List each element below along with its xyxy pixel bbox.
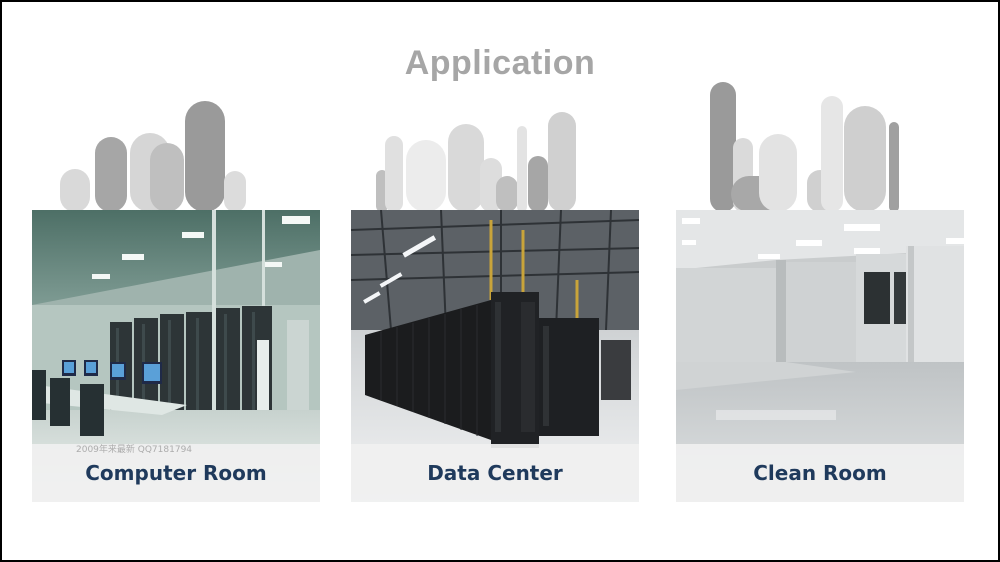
caption-bar: Clean Room bbox=[676, 444, 964, 502]
skyline-decoration-3 bbox=[710, 82, 899, 212]
card-clean-room: Clean Room bbox=[676, 210, 964, 502]
skyline-decoration-2 bbox=[376, 112, 576, 212]
caption-bar: Data Center bbox=[351, 444, 639, 502]
photo-watermark: 2009年来最新 QQ7181794 bbox=[76, 445, 193, 455]
card-label-clean-room: Clean Room bbox=[753, 461, 887, 485]
card-computer-room: Computer Room 2009年来最新 QQ7181794 bbox=[32, 210, 320, 502]
skyline-decoration-1 bbox=[60, 101, 246, 212]
caption-bar: Computer Room bbox=[32, 444, 320, 502]
card-label-computer-room: Computer Room bbox=[85, 461, 267, 485]
card-label-data-center: Data Center bbox=[427, 461, 563, 485]
card-data-center: Data Center bbox=[351, 210, 639, 502]
page-title: Application bbox=[404, 44, 596, 82]
